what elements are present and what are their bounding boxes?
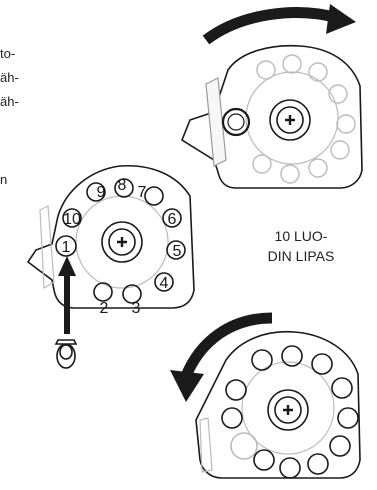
hole-number-2: 2: [100, 300, 109, 317]
hole-number-10: 10: [63, 211, 81, 228]
hole-number-6: 6: [168, 211, 177, 228]
hole-number-3: 3: [132, 300, 141, 317]
caption-line-2: DIN LIPAS: [267, 248, 335, 264]
rotate-clockwise-arrow: [202, 4, 356, 45]
text-fragment-2: äh-: [0, 70, 19, 85]
caption-line-1: 10 LUO-: [274, 228, 328, 244]
magazine-middle: [26, 164, 195, 309]
hole-number-9: 9: [97, 184, 106, 201]
hole-number-5: 5: [173, 243, 182, 260]
cartridge: [54, 339, 78, 369]
text-fragment-4: n: [0, 172, 8, 187]
hole-number-1: 1: [62, 239, 71, 256]
hole-numbers: 1 2 3 4 5 6 7 8 9 10: [62, 177, 182, 317]
hole-number-4: 4: [160, 275, 169, 292]
rotate-counterclockwise-arrow: [170, 312, 273, 402]
hole-number-8: 8: [118, 177, 127, 194]
magazine-bottom: [195, 330, 361, 479]
hole-number-7: 7: [138, 184, 147, 201]
text-fragment-1: to-: [0, 46, 16, 61]
insert-arrow: [58, 256, 76, 334]
magazine-top: [181, 44, 363, 189]
text-fragment-3: äh-: [0, 94, 19, 109]
